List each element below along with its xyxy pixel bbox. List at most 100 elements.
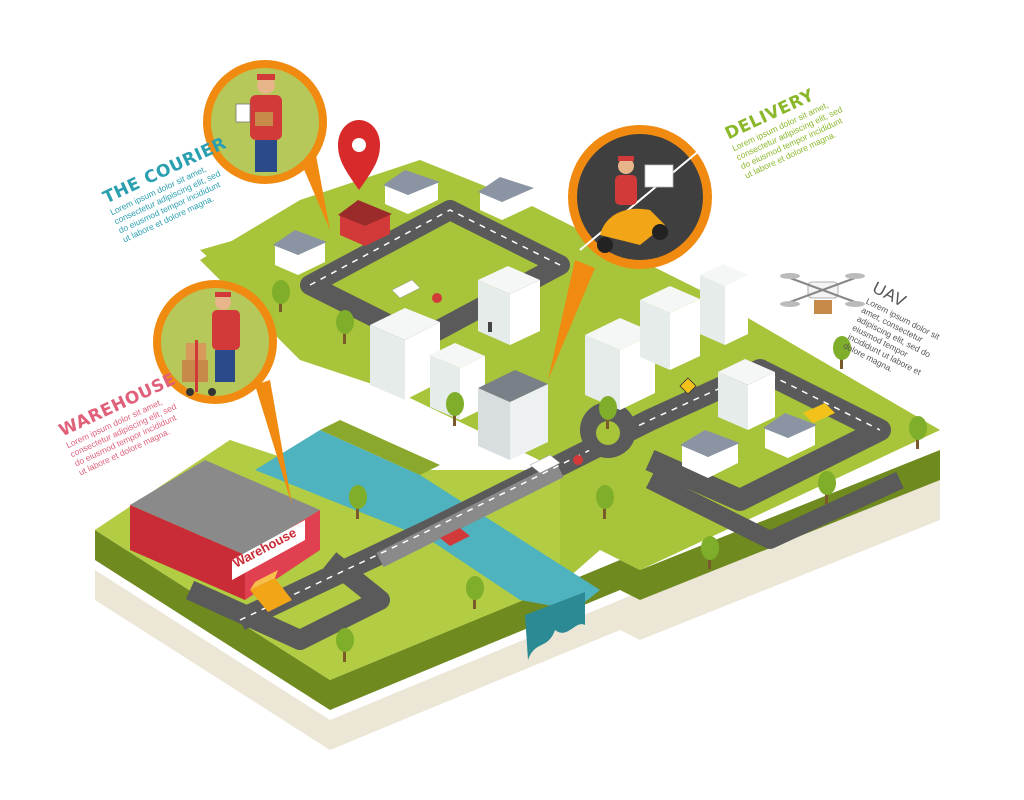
warehouse-callout (153, 280, 292, 505)
house-4-roof (680, 430, 740, 457)
tree (599, 396, 617, 429)
road-markings (239, 209, 881, 621)
platform-top-main (200, 160, 940, 570)
courier-figure (235, 74, 282, 172)
tree (818, 471, 836, 504)
tower-4-top (585, 318, 655, 350)
tower-7-right (748, 372, 775, 430)
house-2 (383, 170, 440, 214)
river-bank (320, 420, 440, 475)
house-5-roof (763, 413, 817, 438)
office-tower-5 (640, 286, 700, 370)
tower-5-left (640, 300, 670, 370)
drone-rotor (845, 301, 865, 307)
house-red-roof (338, 200, 392, 226)
house-2-roof (383, 170, 440, 195)
tower-1-top (370, 308, 440, 340)
tower-3-left (478, 280, 510, 345)
tower-6-right (725, 275, 748, 345)
tree (336, 310, 354, 344)
car-white (529, 454, 561, 474)
delivery-van (250, 570, 292, 612)
warehouse-worker-figure (182, 292, 240, 396)
road-warehouse (185, 552, 390, 650)
office-tower-3 (478, 266, 540, 345)
warehouse-sign-board (232, 520, 305, 580)
river-waterfall (525, 592, 585, 660)
map-pin-icon (338, 120, 380, 190)
tree (701, 536, 719, 569)
drone-rotor (780, 301, 800, 307)
tree (446, 392, 464, 426)
tree (833, 336, 851, 369)
corner-building-left (478, 388, 510, 460)
tree (349, 485, 367, 519)
drone-rotor (845, 273, 865, 279)
tree (909, 416, 927, 449)
trees (272, 280, 927, 662)
tower-4-left (585, 335, 620, 410)
van-body (250, 578, 292, 612)
roundabout-island (596, 421, 620, 445)
office-tower-1 (370, 308, 440, 400)
tower-6-left (700, 275, 725, 345)
map-pin-body (338, 120, 380, 190)
tower-7-left (718, 372, 748, 430)
tree (596, 485, 614, 519)
house-1-roof (273, 230, 327, 255)
road-bridge (376, 462, 564, 568)
office-tower-6 (700, 264, 748, 345)
house-1-wall (275, 242, 325, 275)
car-red (440, 528, 470, 546)
drone-package (814, 300, 832, 314)
delivery-callout-pointer (548, 260, 595, 380)
house-3-roof (478, 177, 534, 202)
warehouse-front-wall (130, 505, 245, 600)
warehouse-roof (130, 460, 320, 555)
stop-sign-icon (432, 293, 442, 303)
office-tower-7 (718, 359, 775, 430)
house-red-wall (340, 214, 390, 246)
scooter-courier-figure (597, 156, 674, 253)
corner-building-roof (478, 370, 548, 402)
house-3 (478, 177, 534, 220)
courier-callout-pointer (300, 150, 330, 230)
tower-3-right (510, 280, 540, 345)
tower-6-top (700, 264, 748, 286)
cars (391, 279, 835, 546)
corner-building (478, 370, 548, 460)
tree (466, 576, 484, 609)
tower-1-left (370, 325, 405, 400)
tree (272, 280, 290, 312)
tower-5-top (640, 286, 700, 313)
traffic-light-icon (488, 322, 492, 332)
drone-icon (780, 273, 865, 314)
corner-building-right (510, 384, 548, 460)
warning-sign-icon (679, 377, 697, 395)
house-red (338, 200, 392, 246)
van-top (250, 570, 278, 590)
tower-2-top (430, 343, 485, 368)
stop-sign-icon (573, 455, 583, 465)
house-1 (273, 230, 327, 275)
tower-5-right (670, 299, 700, 370)
road-right-lower (645, 471, 904, 549)
tower-3-top (478, 266, 540, 294)
delivery-road-stripe (579, 149, 701, 251)
tree (336, 628, 354, 662)
drone-rotor (780, 273, 800, 279)
map-pin-hole (352, 138, 366, 152)
courier-callout (203, 60, 330, 230)
house-3-wall (480, 188, 532, 220)
car-white-2 (391, 279, 421, 299)
road-marking-upper (309, 209, 561, 286)
car-yellow (803, 403, 835, 423)
tower-7-top (718, 359, 775, 385)
delivery-callout (548, 125, 712, 380)
house-5-wall (765, 425, 815, 458)
house-5 (763, 413, 817, 458)
warehouse-callout-pointer (255, 380, 292, 505)
house-2-wall (385, 182, 438, 214)
house-4 (680, 430, 740, 478)
